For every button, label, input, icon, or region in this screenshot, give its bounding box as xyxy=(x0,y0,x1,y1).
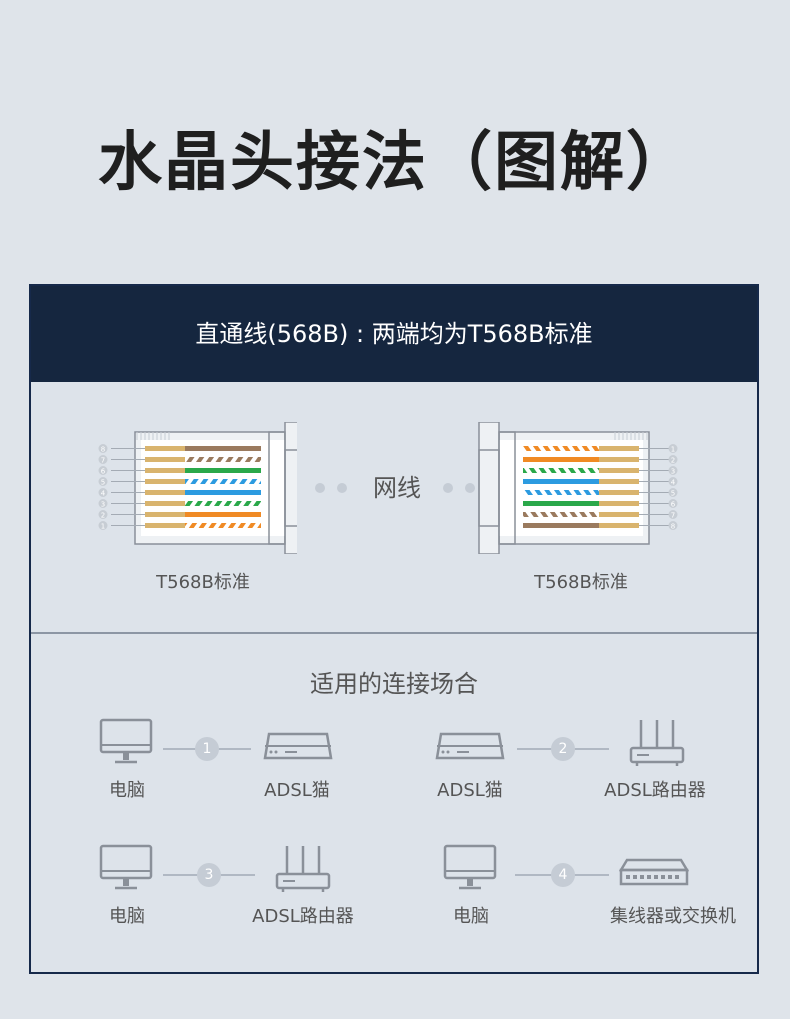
svg-text:8: 8 xyxy=(101,445,105,453)
step-badge: 1 xyxy=(195,737,219,761)
svg-text:8: 8 xyxy=(671,522,675,530)
svg-text:5: 5 xyxy=(101,478,105,486)
pin-number: 3 xyxy=(98,499,108,508)
cable-dot xyxy=(315,483,325,493)
svg-text:6: 6 xyxy=(101,467,106,475)
svg-text:7: 7 xyxy=(671,511,675,519)
usage-item-2: 2 ADSL猫 ADSL路由器 xyxy=(435,718,765,818)
usage-title: 适用的连接场合 xyxy=(310,670,478,698)
pin-number: 4 xyxy=(668,477,678,486)
pin-number: 1 xyxy=(98,521,108,530)
pin-number: 7 xyxy=(668,510,678,519)
step-badge: 3 xyxy=(197,863,221,887)
cable-label: 网线 xyxy=(373,474,421,502)
pin-number: 4 xyxy=(98,488,108,497)
svg-text:3: 3 xyxy=(101,500,105,508)
device-label-left: 电脑 xyxy=(109,906,145,927)
panel-header: 直通线(568B) : 两端均为T568B标准 xyxy=(31,286,757,382)
section-divider xyxy=(31,632,757,634)
monitor-icon xyxy=(99,718,153,764)
svg-text:2: 2 xyxy=(671,456,675,464)
pin-number: 8 xyxy=(668,521,678,530)
device-label-right: ADSL路由器 xyxy=(604,780,706,801)
rj45-plug-left: 8 7 6 5 4 3 2 1 xyxy=(98,422,297,554)
pin-number: 6 xyxy=(98,466,108,475)
step-badge: 4 xyxy=(551,863,575,887)
rj45-plug-right: 1 2 3 4 5 6 7 8 xyxy=(478,422,678,554)
pin-number: 1 xyxy=(668,444,678,453)
monitor-icon xyxy=(443,844,497,890)
usage-item-3: 3 电脑 ADSL路由器 xyxy=(97,844,427,944)
wiring-panel: 直通线(568B) : 两端均为T568B标准 8 7 6 5 4 3 2 1 1 2 3 4 5 6 7… xyxy=(29,284,759,974)
svg-text:3: 3 xyxy=(671,467,675,475)
monitor-icon xyxy=(99,844,153,890)
svg-text:7: 7 xyxy=(101,456,105,464)
modem-icon xyxy=(435,732,505,760)
router-icon xyxy=(629,720,685,766)
pin-number: 5 xyxy=(668,488,678,497)
pin-number: 8 xyxy=(98,444,108,453)
pin-number: 2 xyxy=(98,510,108,519)
cable-dot xyxy=(337,483,347,493)
wiring-diagram: 8 7 6 5 4 3 2 1 1 2 3 4 5 6 7 8 网线 T568B标准 T568B标准 xyxy=(31,382,757,632)
pin-number: 7 xyxy=(98,455,108,464)
usage-item-4: 4 电脑 集线器或交换机 xyxy=(443,844,773,944)
router-icon xyxy=(275,846,331,892)
svg-text:4: 4 xyxy=(101,489,106,497)
device-label-right: ADSL路由器 xyxy=(252,906,354,927)
pin-number: 5 xyxy=(98,477,108,486)
cable-dot xyxy=(443,483,453,493)
device-label-right: 集线器或交换机 xyxy=(610,906,736,927)
svg-text:1: 1 xyxy=(671,445,675,453)
device-label-left: ADSL猫 xyxy=(437,780,503,801)
cable-connector: 网线 xyxy=(315,472,475,502)
switch-icon xyxy=(619,858,689,886)
svg-text:6: 6 xyxy=(671,500,676,508)
cable-dot xyxy=(465,483,475,493)
device-label-left: 电脑 xyxy=(109,780,145,801)
standard-label-right: T568B标准 xyxy=(534,572,628,593)
device-label-right: ADSL猫 xyxy=(264,780,330,801)
pin-number: 2 xyxy=(668,455,678,464)
standard-label-left: T568B标准 xyxy=(156,572,250,593)
usage-item-1: 1 电脑 ADSL猫 xyxy=(97,718,427,818)
step-badge: 2 xyxy=(551,737,575,761)
device-label-left: 电脑 xyxy=(453,906,489,927)
pin-number: 3 xyxy=(668,466,678,475)
svg-text:5: 5 xyxy=(671,489,675,497)
pin-number: 6 xyxy=(668,499,678,508)
svg-text:4: 4 xyxy=(671,478,676,486)
page-title: 水晶头接法（图解） xyxy=(98,126,692,200)
svg-text:1: 1 xyxy=(101,522,105,530)
modem-icon xyxy=(263,732,333,760)
svg-text:2: 2 xyxy=(101,511,105,519)
